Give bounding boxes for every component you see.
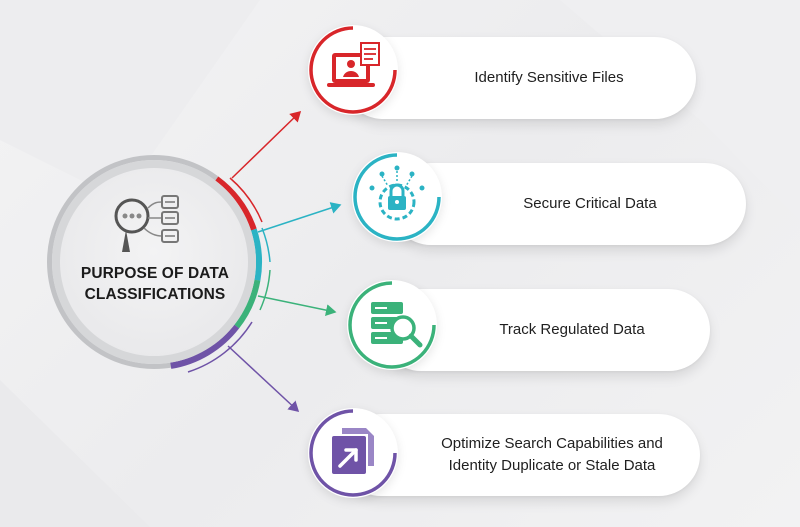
connector-purple [227,345,300,413]
item-label: Optimize Search Capabilities and Identit… [404,414,700,496]
item-label: Identify Sensitive Files [474,69,624,86]
arc-purple [187,321,253,373]
arc-teal [261,227,271,263]
data-search-icon [114,195,179,252]
item-icon-badge [352,152,442,242]
item-secure-critical-data: Secure Critical Data [390,163,746,245]
connector-red [231,110,302,179]
item-icon-badge [308,25,398,115]
hub-title: PURPOSE OF DATA CLASSIFICATIONS [60,263,250,305]
connector-green [257,295,337,317]
connector-teal [257,202,342,233]
bg-facet [560,0,800,220]
item-label: Secure Critical Data [523,195,657,212]
hub-title-line2: CLASSIFICATIONS [84,286,226,303]
item-label: Track Regulated Data [499,321,645,338]
arc-green [259,269,271,311]
item-optimize-search: Optimize Search Capabilities and Identit… [340,414,700,496]
external-link-file-icon [309,409,397,497]
bg-facet [0,0,260,200]
item-icon-badge [347,280,437,370]
item-label-line2: Identity Duplicate or Stale Data [448,457,656,474]
item-icon-badge [308,408,398,498]
bg-facet [0,380,150,527]
item-label-line1: Optimize Search Capabilities and [441,435,663,452]
arc-red [229,177,263,223]
item-identify-sensitive-files: Identify Sensitive Files [342,37,696,119]
hub-circle [52,160,256,364]
hub-title-line1: PURPOSE OF DATA [80,265,230,282]
laptop-document-icon [309,26,397,114]
server-search-icon [348,281,436,369]
lock-network-icon [353,153,441,241]
